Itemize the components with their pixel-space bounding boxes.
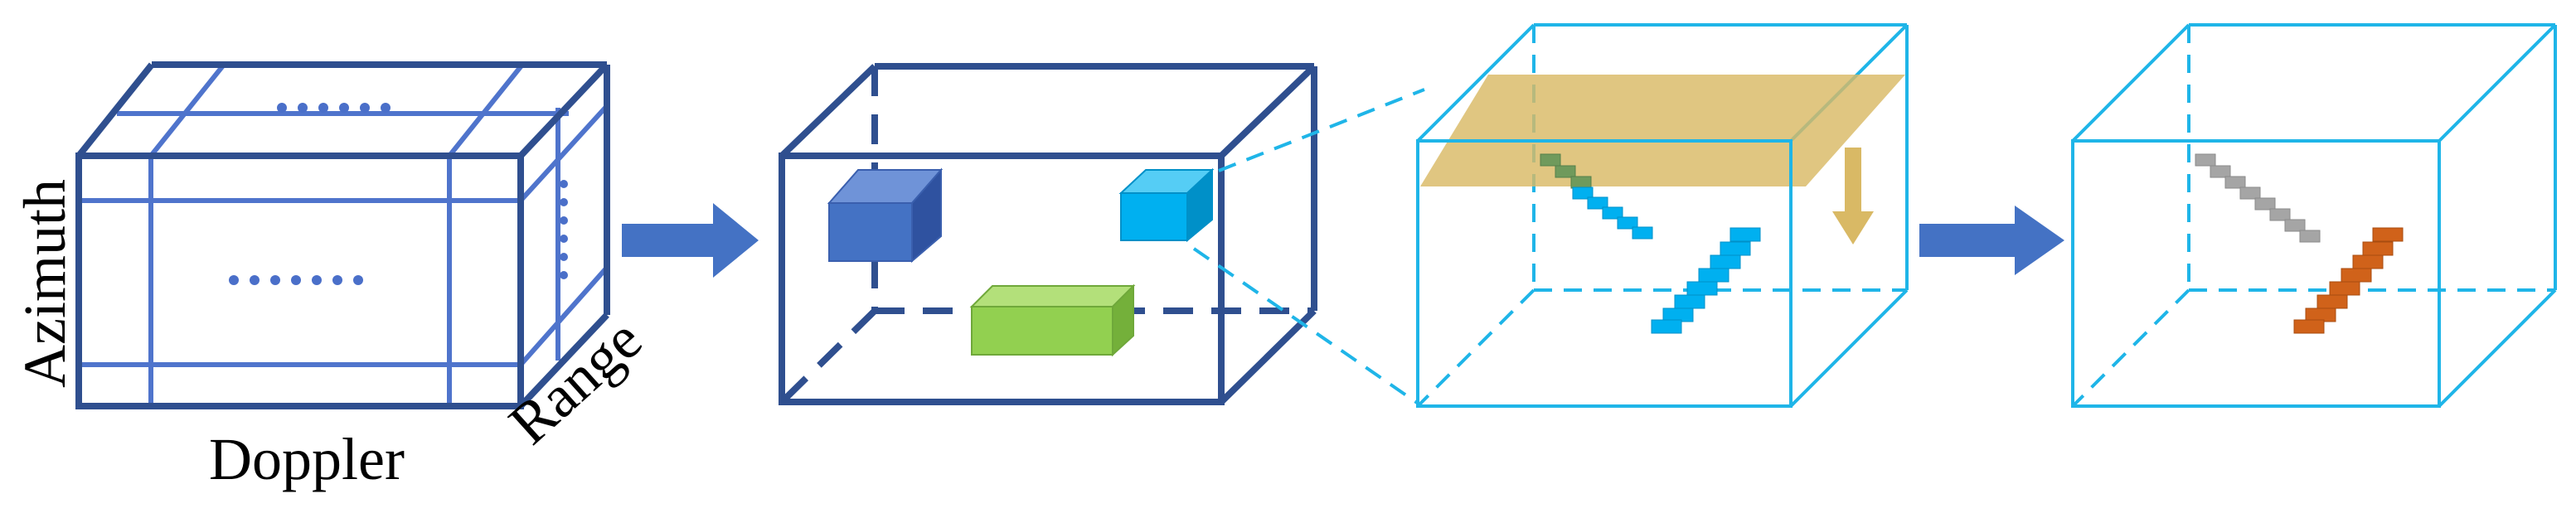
cyan-point-steps	[1572, 186, 1761, 334]
doppler-label: Doppler	[209, 426, 405, 492]
detection-box	[779, 63, 1317, 405]
orange-point-steps	[2293, 227, 2404, 334]
ellipsis-dots	[229, 103, 568, 285]
front-face-grid	[79, 156, 521, 406]
data-cube	[75, 61, 610, 409]
top-face-grid	[117, 63, 569, 157]
box-edges	[779, 63, 1317, 405]
slicing-box-front	[1416, 139, 1793, 408]
zoom-connectors	[1192, 88, 1425, 408]
blue-object-cube	[827, 167, 944, 264]
result-box-edges	[2071, 23, 2557, 408]
arrow-right-2	[1919, 206, 2064, 275]
gray-point-steps	[2195, 153, 2321, 243]
right-face-grid	[518, 105, 608, 366]
cyan-object-cube	[1118, 167, 1215, 243]
azimuth-label: Azimuth	[12, 179, 78, 388]
downward-arrow	[1832, 148, 1874, 244]
result-box-hidden-edges	[2071, 25, 2555, 408]
cube-edges	[75, 61, 610, 409]
olive-point-steps	[1540, 153, 1592, 189]
arrow-right-1	[622, 203, 759, 278]
slicing-box	[1416, 23, 1909, 408]
result-box	[2071, 23, 2557, 408]
slice-plane	[1420, 75, 1905, 186]
green-object-cuboid	[969, 283, 1136, 357]
